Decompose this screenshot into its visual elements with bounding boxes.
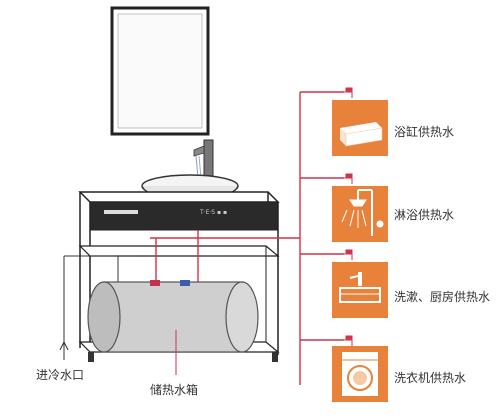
washing-machine-icon xyxy=(342,352,378,396)
sink-icon xyxy=(339,272,381,303)
use-box-bathtub xyxy=(332,100,388,156)
use-label-sink: 洗漱、厨房供热水 xyxy=(394,290,491,304)
shower-icon xyxy=(341,189,384,236)
cold-inlet-label: 进冷水口 xyxy=(36,368,85,382)
faucet xyxy=(193,139,214,179)
use-box-shower xyxy=(332,186,388,242)
use-label-washing-machine: 洗衣机供热水 xyxy=(394,371,467,385)
branch-taps xyxy=(344,87,353,346)
use-box-washing-machine xyxy=(332,346,388,402)
tank-label: 储热水箱 xyxy=(150,383,199,397)
use-label-bathtub: 浴缸供热水 xyxy=(394,125,455,139)
use-label-shower: 淋浴供热水 xyxy=(394,208,455,222)
svg-text:T·E·S ▪ ▪: T·E·S ▪ ▪ xyxy=(199,209,227,216)
hot-water-tank xyxy=(87,280,259,353)
bathtub-icon xyxy=(340,122,383,147)
use-box-sink xyxy=(332,262,388,318)
mirror xyxy=(110,6,210,136)
cabinet: T·E·S ▪ ▪ xyxy=(78,191,280,362)
hot-water-pipes xyxy=(150,91,344,385)
cold-water-pipe xyxy=(59,255,119,360)
